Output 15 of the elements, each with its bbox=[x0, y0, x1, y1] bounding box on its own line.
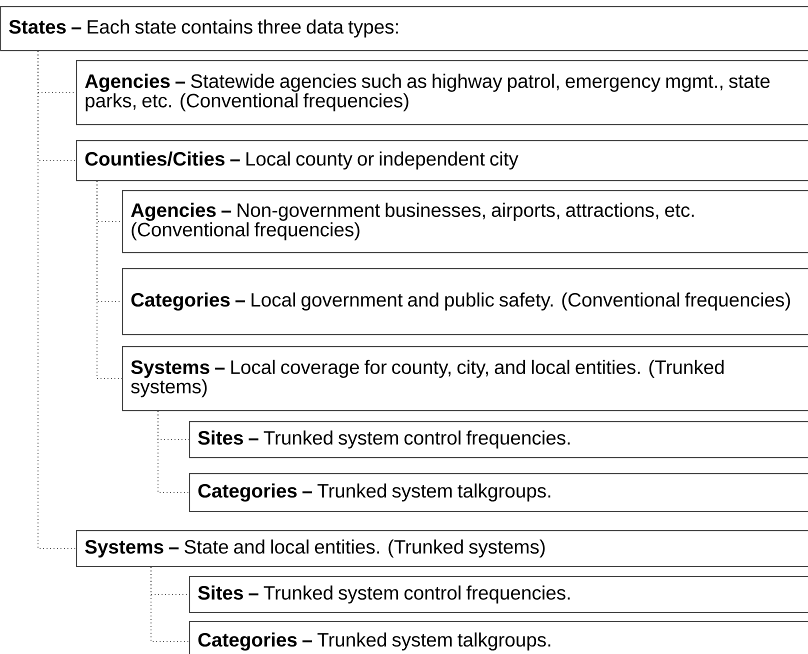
tree-box: Systems – State and local entities. (Trunked systems) bbox=[76, 530, 808, 568]
tree-box: Categories – Trunked system talkgroups. bbox=[189, 473, 808, 512]
tree-box: Counties/Cities – Local county or independent city bbox=[76, 140, 808, 182]
tree-connector bbox=[150, 566, 190, 642]
tree-connector bbox=[96, 180, 122, 379]
tree-box: Agencies – Statewide agencies such as highway patrol, emergency mgmt., state parks, etc. (Conventional frequencies) bbox=[76, 60, 808, 126]
tree-box: Sites – Trunked system control frequencies. bbox=[189, 421, 808, 458]
tree-box: Categories – Trunked system talkgroups. bbox=[189, 621, 808, 654]
tree-connector bbox=[38, 50, 76, 549]
tree-box: States – Each state contains three data types: bbox=[0, 6, 808, 52]
tree-box: Categories – Local government and public safety. (Conventional frequencies) bbox=[122, 268, 808, 336]
tree-connector bbox=[158, 410, 190, 493]
tree-box: Sites – Trunked system control frequencies. bbox=[189, 576, 808, 614]
tree-box: Agencies – Non-government businesses, airports, attractions, etc. (Conventional frequencies) bbox=[122, 190, 808, 254]
tree-box: Systems – Local coverage for county, city, and local entities. (Trunked systems) bbox=[122, 346, 808, 412]
